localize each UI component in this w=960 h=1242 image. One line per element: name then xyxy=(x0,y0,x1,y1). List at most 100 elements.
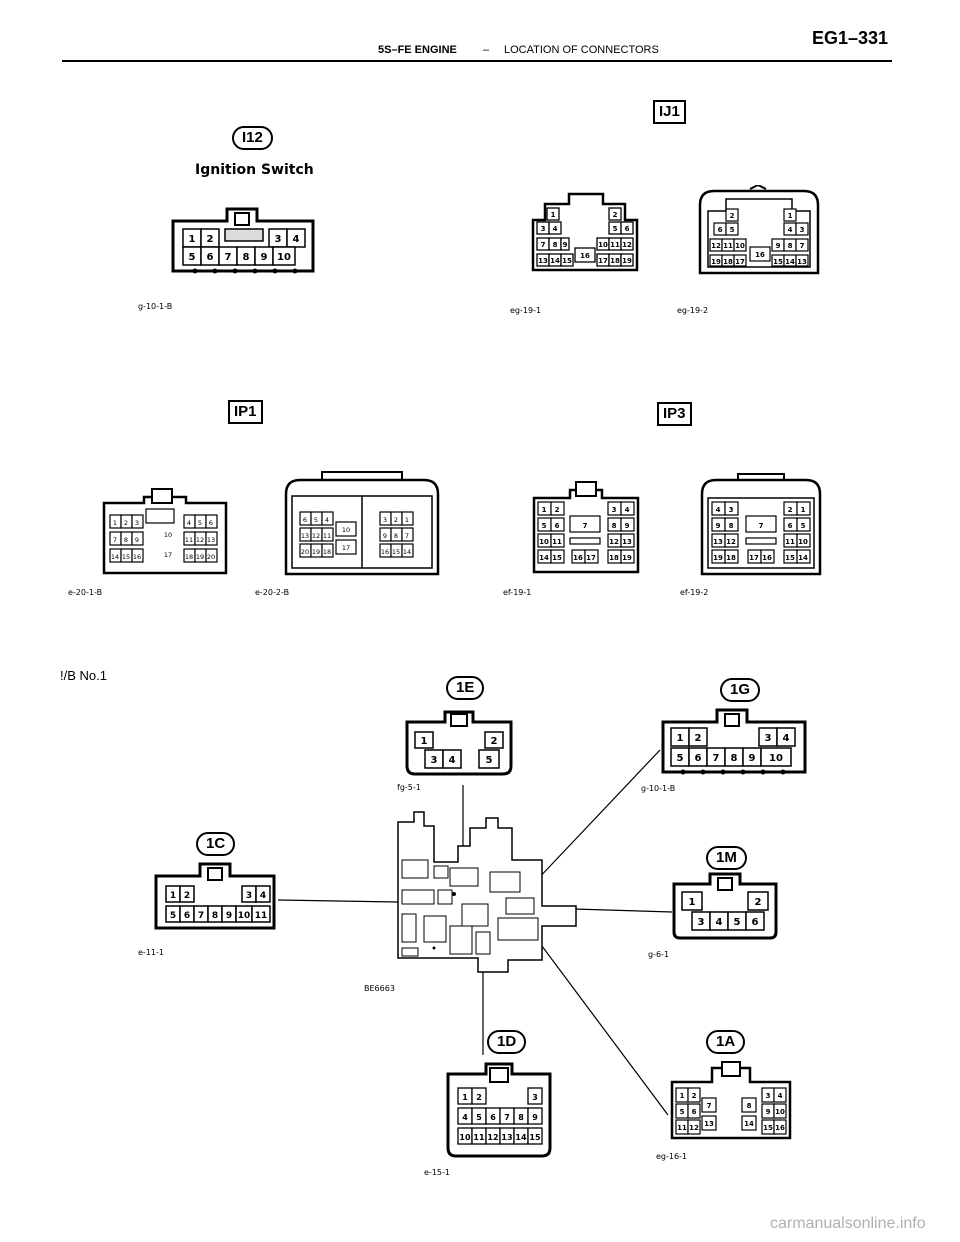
svg-text:9: 9 xyxy=(261,252,268,263)
svg-text:17: 17 xyxy=(342,544,350,552)
svg-text:7: 7 xyxy=(800,242,805,250)
svg-text:3: 3 xyxy=(532,1093,538,1102)
caption-ip1-a: e-20-1-B xyxy=(68,588,103,597)
svg-text:4: 4 xyxy=(553,225,558,233)
svg-text:20: 20 xyxy=(207,553,215,561)
svg-text:12: 12 xyxy=(312,532,320,540)
svg-text:19: 19 xyxy=(312,548,320,556)
svg-text:6: 6 xyxy=(718,226,723,234)
svg-text:14: 14 xyxy=(111,553,119,561)
svg-text:11: 11 xyxy=(610,241,620,249)
junction-block-label: !/B No.1 xyxy=(60,668,107,683)
watermark: carmanualsonline.info xyxy=(770,1215,926,1232)
svg-text:7: 7 xyxy=(504,1113,510,1122)
caption-1c: e-11-1 xyxy=(138,948,164,957)
svg-text:18: 18 xyxy=(323,548,331,556)
svg-text:1: 1 xyxy=(462,1093,468,1102)
svg-text:18: 18 xyxy=(609,554,619,562)
tag-i12: I12 xyxy=(232,126,273,150)
svg-text:16: 16 xyxy=(381,548,389,556)
svg-text:12: 12 xyxy=(689,1124,699,1132)
svg-text:2: 2 xyxy=(491,736,498,747)
svg-text:17: 17 xyxy=(164,551,172,559)
svg-text:8: 8 xyxy=(553,241,558,249)
svg-text:10: 10 xyxy=(735,242,745,250)
svg-text:3: 3 xyxy=(612,506,617,514)
tag-1d: 1D xyxy=(487,1030,527,1054)
svg-text:16: 16 xyxy=(133,553,141,561)
svg-text:16: 16 xyxy=(573,554,583,562)
tag-1e: 1E xyxy=(446,676,485,700)
svg-text:6: 6 xyxy=(209,519,213,527)
svg-text:8: 8 xyxy=(729,522,734,530)
svg-text:13: 13 xyxy=(713,538,723,546)
svg-text:3: 3 xyxy=(800,226,805,234)
svg-text:7: 7 xyxy=(713,753,720,764)
svg-text:10: 10 xyxy=(775,1108,785,1116)
svg-text:9: 9 xyxy=(749,753,756,764)
svg-text:11: 11 xyxy=(323,532,331,540)
svg-text:19: 19 xyxy=(622,554,632,562)
svg-text:6: 6 xyxy=(625,225,630,233)
svg-text:13: 13 xyxy=(501,1133,512,1142)
svg-text:14: 14 xyxy=(744,1120,754,1128)
tag-1c: 1C xyxy=(196,832,236,856)
svg-text:17: 17 xyxy=(586,554,596,562)
svg-text:8: 8 xyxy=(394,532,398,540)
svg-text:6: 6 xyxy=(303,516,307,524)
svg-text:1: 1 xyxy=(677,733,684,744)
svg-text:8: 8 xyxy=(747,1102,752,1110)
svg-text:10: 10 xyxy=(238,911,251,921)
svg-text:1: 1 xyxy=(801,506,806,514)
svg-text:11: 11 xyxy=(723,242,733,250)
svg-text:16: 16 xyxy=(580,252,590,260)
svg-text:15: 15 xyxy=(785,554,795,562)
svg-text:2: 2 xyxy=(692,1092,697,1100)
svg-text:11: 11 xyxy=(255,911,268,921)
svg-text:1: 1 xyxy=(788,212,793,220)
svg-text:13: 13 xyxy=(538,257,548,265)
svg-text:1: 1 xyxy=(551,211,556,219)
svg-text:9: 9 xyxy=(532,1113,538,1122)
junction-block-diagram xyxy=(397,811,577,973)
caption-1d: e-15-1 xyxy=(424,1168,450,1177)
caption-ip3-b: ef-19-2 xyxy=(680,588,709,597)
svg-text:2: 2 xyxy=(207,234,214,245)
svg-text:7: 7 xyxy=(198,911,204,921)
svg-text:3: 3 xyxy=(275,234,282,245)
tag-1m: 1M xyxy=(706,846,747,870)
svg-text:2: 2 xyxy=(476,1093,482,1102)
svg-text:18: 18 xyxy=(185,553,193,561)
svg-text:2: 2 xyxy=(394,516,398,524)
caption-1a: eg-16-1 xyxy=(656,1152,688,1161)
svg-text:3: 3 xyxy=(698,917,705,928)
caption-ij1-a: eg-19-1 xyxy=(510,306,542,315)
svg-text:5: 5 xyxy=(314,516,318,524)
svg-text:4: 4 xyxy=(449,755,456,766)
svg-text:14: 14 xyxy=(403,548,411,556)
svg-text:19: 19 xyxy=(713,554,723,562)
svg-text:2: 2 xyxy=(124,519,128,527)
tag-ip3: IP3 xyxy=(657,402,692,426)
svg-text:19: 19 xyxy=(711,258,721,266)
svg-text:11: 11 xyxy=(785,538,795,546)
svg-text:6: 6 xyxy=(207,252,214,263)
caption-ij1-b: eg-19-2 xyxy=(677,306,709,315)
svg-text:18: 18 xyxy=(723,258,733,266)
tag-ip1: IP1 xyxy=(228,400,263,424)
svg-text:5: 5 xyxy=(613,225,618,233)
svg-text:12: 12 xyxy=(726,538,736,546)
svg-text:10: 10 xyxy=(769,753,783,764)
svg-text:6: 6 xyxy=(184,911,190,921)
svg-text:13: 13 xyxy=(301,532,309,540)
caption-ip3-a: ef-19-1 xyxy=(503,588,532,597)
svg-text:19: 19 xyxy=(622,257,632,265)
svg-text:12: 12 xyxy=(609,538,619,546)
svg-text:10: 10 xyxy=(277,252,291,263)
svg-text:5: 5 xyxy=(486,755,493,766)
svg-text:2: 2 xyxy=(755,897,762,908)
svg-text:16: 16 xyxy=(755,251,765,259)
